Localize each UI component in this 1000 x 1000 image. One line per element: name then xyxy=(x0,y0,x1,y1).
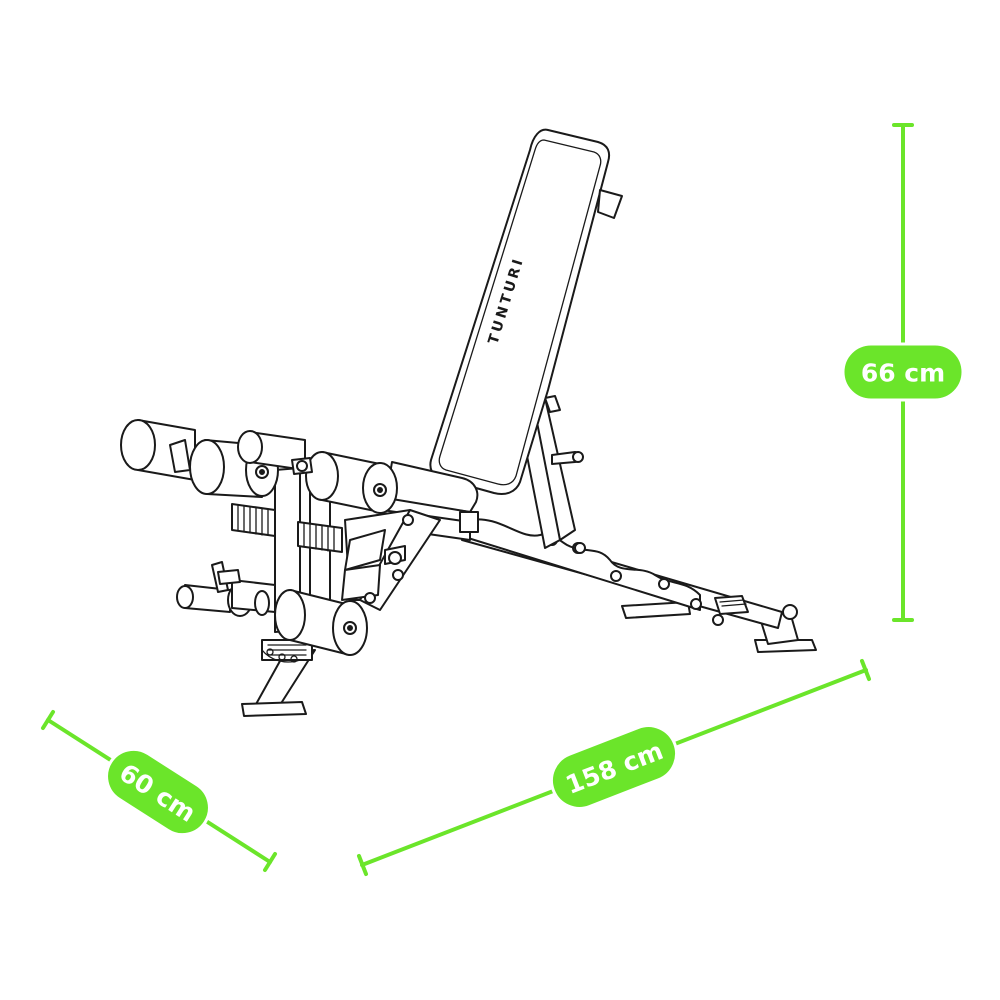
depth-dimension-cap-end xyxy=(263,852,277,872)
depth-label-pill: 60 cm xyxy=(105,747,211,837)
adjustment-pin xyxy=(261,648,301,663)
base-rail xyxy=(461,518,783,629)
length-dimension-cap-start xyxy=(357,854,368,876)
height-label-pill: 66 cm xyxy=(841,342,965,402)
length-dimension: 158 cm xyxy=(357,659,871,876)
height-label: 66 cm xyxy=(861,359,945,388)
front-foot xyxy=(241,639,316,717)
leg-roller-lower xyxy=(274,589,368,656)
weight-storage-peg xyxy=(176,561,276,617)
knurled-handle-left xyxy=(231,503,276,537)
backrest-pad: TUNTURI xyxy=(429,128,623,495)
knurled-handle-right xyxy=(297,521,343,553)
weight-bench-illustration: TUNTURI xyxy=(120,128,817,717)
leg-roller-upper-right xyxy=(237,430,398,514)
length-label-pill: 158 cm xyxy=(550,724,678,810)
height-dimension: 66 cm xyxy=(841,123,965,622)
length-dimension-cap-end xyxy=(860,659,871,681)
depth-dimension-cap-start xyxy=(41,710,55,730)
depth-dimension: 60 cm xyxy=(41,710,277,872)
